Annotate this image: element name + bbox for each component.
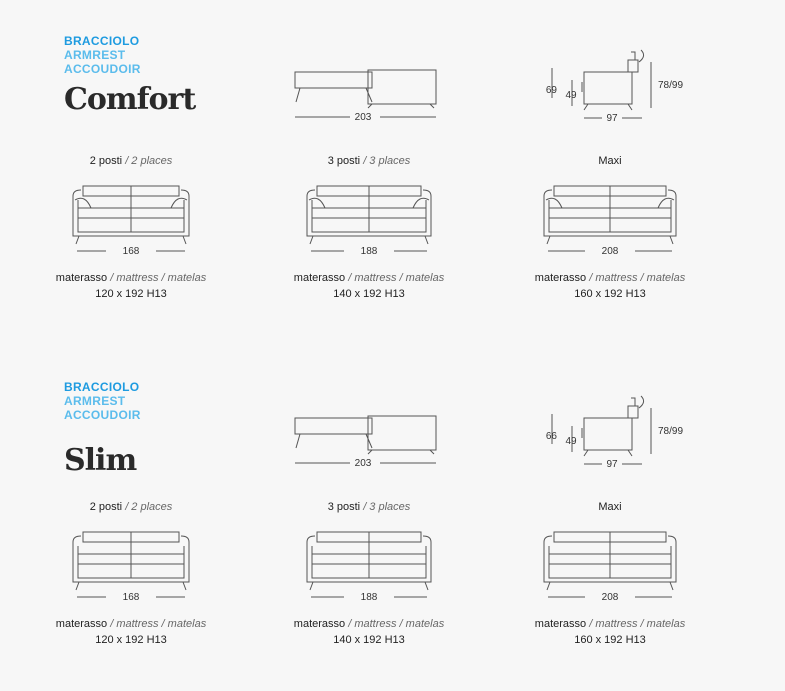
model-name: Comfort [64, 82, 196, 117]
mattress-size: 120 x 192 H13 [95, 634, 167, 646]
mattress-title: materasso [55, 618, 108, 630]
mattress-title: materasso [534, 272, 587, 284]
sofa-name: 3 posti [327, 501, 361, 513]
side-dim-seat: 49 [565, 90, 577, 101]
armrest-label: BRACCIOLO [64, 34, 140, 48]
model-name: Slim [64, 443, 137, 478]
mattress-title: materasso [293, 618, 346, 630]
sofa-name: Maxi [598, 155, 622, 167]
side-dim-depth: 97 [606, 113, 618, 124]
sofa-name: Maxi [598, 501, 622, 513]
sofa-front-view [72, 531, 190, 598]
sofa-width: 208 [602, 592, 619, 603]
mattress-title: materasso [293, 272, 346, 284]
sofa-name: 2 posti [89, 155, 123, 167]
armrest-label: ARMREST [64, 48, 126, 62]
side-view [551, 49, 652, 119]
mattress-label: materasso / mattress / matelas [269, 272, 469, 284]
sofa-width: 168 [123, 246, 140, 257]
mattress-size: 160 x 192 H13 [574, 288, 646, 300]
drawings: 203 66 49 78/99 97 168 188 208 [72, 395, 683, 603]
drawings: 203 69 49 78/99 97 168 188 208 [72, 49, 683, 257]
mattress-title-alt: / mattress / matelas [348, 272, 445, 284]
sofa-front-view [72, 185, 190, 252]
side-dim-seat: 49 [565, 436, 577, 447]
sofa-label: 2 posti / 2 places [31, 155, 231, 167]
sofa-label: 3 posti / 3 places [269, 501, 469, 513]
mattress-label: materasso / mattress / matelas [31, 618, 231, 630]
bed-length: 203 [355, 112, 372, 123]
sofa-name: 2 posti [89, 501, 123, 513]
armrest-label: ARMREST [64, 394, 126, 408]
sofa-label: Maxi [510, 501, 710, 513]
sofa-width: 208 [602, 246, 619, 257]
sofa-name-alt: / 2 places [125, 155, 173, 167]
mattress-title-alt: / mattress / matelas [110, 618, 207, 630]
sofa-width: 188 [361, 592, 378, 603]
sofa-width: 188 [361, 246, 378, 257]
mattress-size: 160 x 192 H13 [574, 634, 646, 646]
mattress-size: 120 x 192 H13 [95, 288, 167, 300]
sofa-name-alt: / 2 places [125, 501, 173, 513]
mattress-label: materasso / mattress / matelas [510, 618, 710, 630]
sofa-width: 168 [123, 592, 140, 603]
mattress-label: materasso / mattress / matelas [510, 272, 710, 284]
sofa-label: 2 posti / 2 places [31, 501, 231, 513]
sofa-name: 3 posti [327, 155, 361, 167]
side-dim-depth: 97 [606, 459, 618, 470]
side-dim-height: 69 [546, 85, 558, 96]
side-dim-height: 66 [546, 431, 558, 442]
mattress-title: materasso [534, 618, 587, 630]
mattress-label: materasso / mattress / matelas [269, 618, 469, 630]
bed-length: 203 [355, 458, 372, 469]
sofa-bed-open-view [294, 69, 437, 118]
sofa-front-view [543, 185, 677, 252]
mattress-title: materasso [55, 272, 108, 284]
mattress-title-alt: / mattress / matelas [348, 618, 445, 630]
side-dim-back: 78/99 [658, 426, 683, 437]
sofa-name-alt: / 3 places [363, 501, 411, 513]
sofa-front-view [306, 185, 432, 252]
side-dim-back: 78/99 [658, 80, 683, 91]
armrest-label: ACCOUDOIR [64, 408, 141, 422]
armrest-label: ACCOUDOIR [64, 62, 141, 76]
armrest-label: BRACCIOLO [64, 380, 140, 394]
sofa-label: Maxi [510, 155, 710, 167]
sofa-label: 3 posti / 3 places [269, 155, 469, 167]
mattress-label: materasso / mattress / matelas [31, 272, 231, 284]
mattress-title-alt: / mattress / matelas [589, 272, 686, 284]
mattress-title-alt: / mattress / matelas [110, 272, 207, 284]
mattress-size: 140 x 192 H13 [333, 288, 405, 300]
sofa-bed-open-view [294, 415, 437, 464]
mattress-size: 140 x 192 H13 [333, 634, 405, 646]
sofa-front-view [543, 531, 677, 598]
side-view [551, 395, 652, 465]
mattress-title-alt: / mattress / matelas [589, 618, 686, 630]
sofa-name-alt: / 3 places [363, 155, 411, 167]
sofa-front-view [306, 531, 432, 598]
